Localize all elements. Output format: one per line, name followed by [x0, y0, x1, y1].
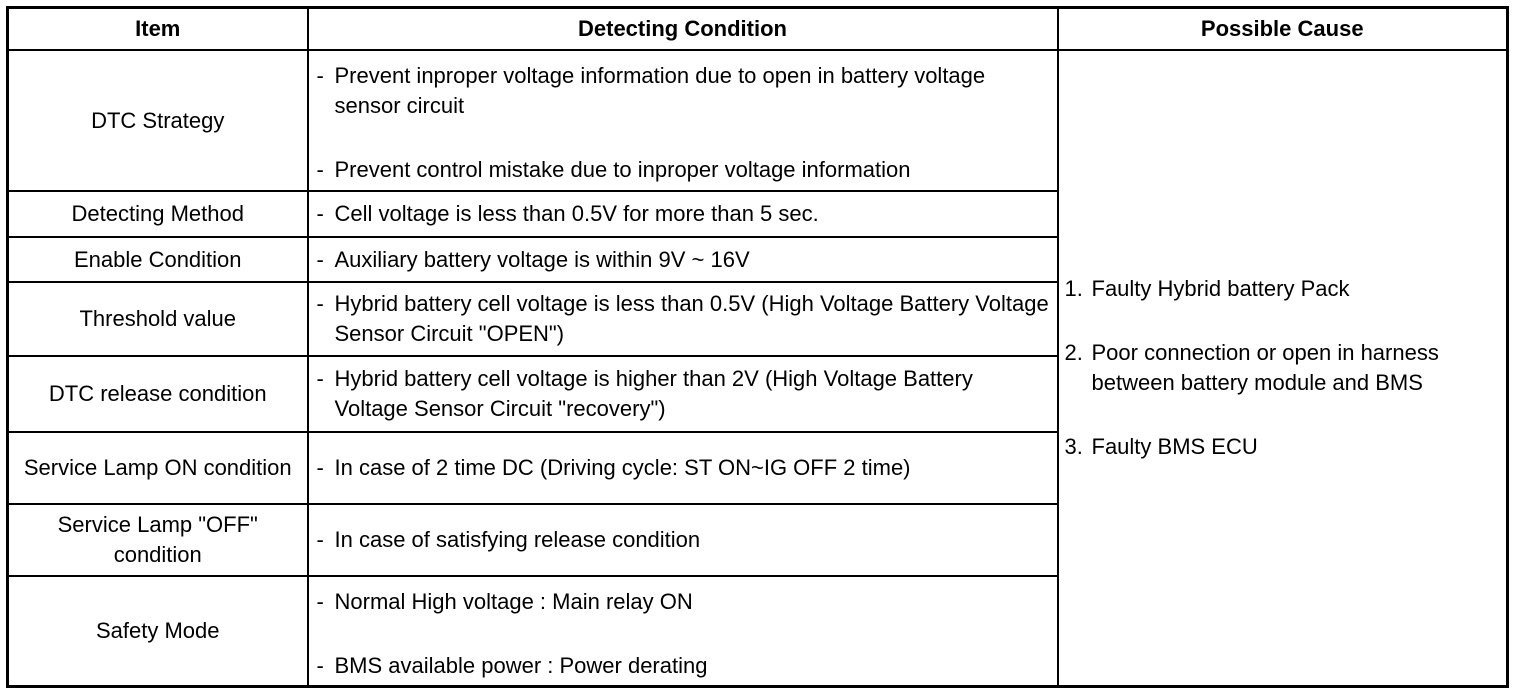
table-row-detecting-method: Detecting Method - Cell voltage is less …	[6, 190, 1508, 238]
item-service-lamp-on: Service Lamp ON condition	[6, 431, 309, 505]
condition-line: - In case of satisfying release conditio…	[317, 525, 1051, 555]
condition-line: - Auxiliary battery voltage is within 9V…	[317, 245, 1051, 275]
cause-text: Faulty Hybrid battery Pack	[1091, 276, 1350, 301]
dash-bullet: -	[316, 653, 324, 678]
condition-line: - In case of 2 time DC (Driving cycle: S…	[317, 453, 1051, 483]
condition-text: Prevent inproper voltage information due…	[334, 63, 986, 118]
item-dtc-strategy: DTC Strategy	[6, 49, 309, 192]
condition-service-lamp-off: - In case of satisfying release conditio…	[306, 503, 1059, 577]
cause-number: 3.	[1064, 434, 1083, 459]
condition-line: - Normal High voltage : Main relay ON	[317, 587, 1051, 617]
table-header-row: Item Detecting Condition Possible Cause	[6, 6, 1509, 51]
possible-cause-cell: 1. Faulty Hybrid battery Pack 2. Poor co…	[1056, 49, 1509, 688]
condition-dtc-strategy: - Prevent inproper voltage information d…	[306, 49, 1059, 192]
condition-safety-mode: - Normal High voltage : Main relay ON - …	[306, 575, 1059, 688]
table-row-safety-mode: Safety Mode - Normal High voltage : Main…	[6, 575, 1508, 688]
table-row-service-lamp-off: Service Lamp "OFF" condition - In case o…	[6, 503, 1508, 577]
dash-bullet: -	[316, 63, 324, 88]
item-enable-condition: Enable Condition	[6, 236, 309, 283]
table-row-threshold-value: Threshold value - Hybrid battery cell vo…	[6, 281, 1508, 357]
dash-bullet: -	[316, 157, 324, 182]
condition-enable-condition: - Auxiliary battery voltage is within 9V…	[306, 236, 1059, 283]
dash-bullet: -	[316, 291, 324, 316]
table-row-enable-condition: Enable Condition - Auxiliary battery vol…	[6, 236, 1508, 283]
table-row-dtc-strategy: DTC Strategy - Prevent inproper voltage …	[6, 49, 1509, 688]
dash-bullet: -	[316, 589, 324, 614]
dash-bullet: -	[316, 455, 324, 480]
cause-item: 2. Poor connection or open in harness be…	[1065, 338, 1501, 398]
condition-text: BMS available power : Power derating	[334, 653, 708, 678]
cause-number: 2.	[1064, 340, 1083, 365]
dash-bullet: -	[316, 366, 324, 391]
header-item: Item	[6, 6, 309, 51]
condition-line: - Prevent control mistake due to inprope…	[317, 155, 1051, 185]
cause-text: Faulty BMS ECU	[1091, 434, 1258, 459]
item-threshold-value: Threshold value	[6, 281, 309, 357]
cause-number: 1.	[1064, 276, 1083, 301]
condition-text: Hybrid battery cell voltage is higher th…	[334, 366, 973, 421]
condition-line: - BMS available power : Power derating	[317, 651, 1051, 681]
item-dtc-release-condition: DTC release condition	[6, 355, 309, 433]
condition-line: - Prevent inproper voltage information d…	[317, 61, 1051, 121]
condition-text: In case of 2 time DC (Driving cycle: ST …	[334, 455, 911, 480]
condition-text: Hybrid battery cell voltage is less than…	[334, 291, 1049, 346]
condition-detecting-method: - Cell voltage is less than 0.5V for mor…	[306, 190, 1059, 238]
table-row-dtc-release-condition: DTC release condition - Hybrid battery c…	[6, 355, 1508, 433]
cause-item: 3. Faulty BMS ECU	[1065, 432, 1501, 462]
header-possible-cause: Possible Cause	[1056, 6, 1509, 51]
condition-line: - Hybrid battery cell voltage is higher …	[317, 364, 1051, 424]
condition-text: Normal High voltage : Main relay ON	[334, 589, 693, 614]
header-detecting-condition: Detecting Condition	[306, 6, 1059, 51]
dtc-table-sheet: Item Detecting Condition Possible Cause …	[6, 6, 1509, 688]
cause-text: Poor connection or open in harness betwe…	[1091, 340, 1439, 395]
condition-line: - Hybrid battery cell voltage is less th…	[317, 289, 1051, 349]
dtc-info-table: Item Detecting Condition Possible Cause …	[6, 6, 1509, 688]
condition-dtc-release-condition: - Hybrid battery cell voltage is higher …	[306, 355, 1059, 433]
table-row-service-lamp-on: Service Lamp ON condition - In case of 2…	[6, 431, 1508, 505]
dash-bullet: -	[316, 527, 324, 552]
condition-text: Auxiliary battery voltage is within 9V ~…	[334, 246, 750, 272]
dash-bullet: -	[316, 201, 324, 226]
cause-item: 1. Faulty Hybrid battery Pack	[1065, 274, 1501, 304]
condition-service-lamp-on: - In case of 2 time DC (Driving cycle: S…	[306, 431, 1059, 505]
condition-text: Prevent control mistake due to inproper …	[334, 157, 911, 182]
condition-text: Cell voltage is less than 0.5V for more …	[334, 201, 819, 226]
condition-line: - Cell voltage is less than 0.5V for mor…	[317, 199, 1051, 229]
condition-text: In case of satisfying release condition	[334, 527, 701, 552]
item-service-lamp-off: Service Lamp "OFF" condition	[6, 503, 309, 577]
dash-bullet: -	[316, 246, 324, 272]
item-safety-mode: Safety Mode	[6, 575, 309, 688]
item-detecting-method: Detecting Method	[6, 190, 309, 238]
condition-threshold-value: - Hybrid battery cell voltage is less th…	[306, 281, 1059, 357]
